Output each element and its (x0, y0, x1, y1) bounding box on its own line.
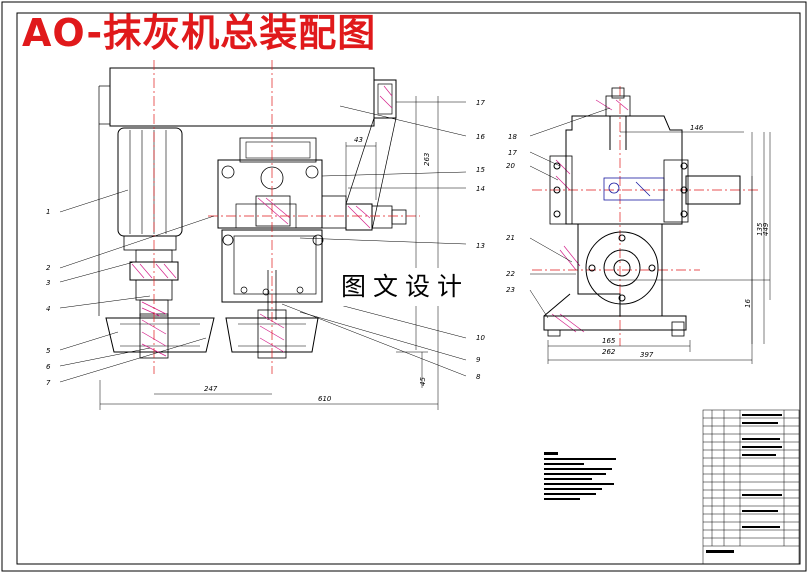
dim-45: 45 (419, 377, 427, 386)
hopper-box (109, 67, 375, 127)
dimension-lines (99, 96, 771, 410)
part-label-9: 9 (476, 356, 481, 364)
dim-397: 397 (640, 351, 654, 359)
left-pulley-bowl (105, 317, 215, 353)
dim-146: 146 (690, 124, 704, 132)
dim-247: 247 (204, 385, 218, 393)
dim-135: 135 (756, 222, 764, 236)
dim-263: 263 (423, 153, 431, 166)
part-label-3: 3 (46, 279, 50, 287)
side-housing-upper (565, 115, 683, 225)
top-pulley (373, 79, 397, 119)
dim-610: 610 (318, 395, 332, 403)
part-label-13: 13 (476, 242, 485, 250)
frame-border (16, 12, 801, 565)
part-label-17a: 17 (476, 99, 485, 107)
part-label-20: 20 (506, 162, 515, 170)
dim-165: 165 (602, 337, 616, 345)
base-plate (543, 315, 687, 331)
part-label-5: 5 (46, 347, 51, 355)
part-label-7: 7 (46, 379, 51, 387)
dim-43: 43 (354, 136, 363, 144)
part-label-23: 23 (506, 286, 515, 294)
title-block (702, 409, 800, 565)
side-shaft (685, 175, 741, 205)
dim-262: 262 (602, 348, 616, 356)
watermark: 图文设计 (333, 268, 475, 306)
part-label-6: 6 (46, 363, 51, 371)
motor (117, 127, 183, 237)
part-label-21: 21 (506, 234, 515, 242)
part-label-10: 10 (476, 334, 485, 342)
part-label-18: 18 (508, 133, 517, 141)
part-label-22: 22 (506, 270, 515, 278)
drive-shaft-detail (603, 177, 665, 201)
dimension-texts: 43 263 247 610 45 146 165 262 397 16 135… (204, 124, 770, 403)
right-pulley-bowl (225, 317, 319, 353)
part-label-2: 2 (46, 264, 51, 272)
part-label-14: 14 (476, 185, 485, 193)
part-label-1: 1 (46, 208, 50, 216)
part-label-8: 8 (476, 373, 481, 381)
notes-block (544, 414, 782, 553)
part-label-16: 16 (476, 133, 485, 141)
part-labels: 1 2 3 4 5 6 7 8 9 10 13 14 15 16 17 18 1… (46, 99, 517, 387)
drawing-title: AO-抹灰机总装配图 (22, 11, 377, 55)
flange-circle (585, 231, 659, 305)
part-label-17b: 17 (508, 149, 517, 157)
part-label-4: 4 (46, 305, 50, 313)
part-label-15: 15 (476, 166, 485, 174)
centerlines (153, 60, 760, 374)
dim-449: 449 (762, 222, 770, 236)
dim-16: 16 (744, 299, 752, 308)
leader-lines (59, 101, 611, 383)
